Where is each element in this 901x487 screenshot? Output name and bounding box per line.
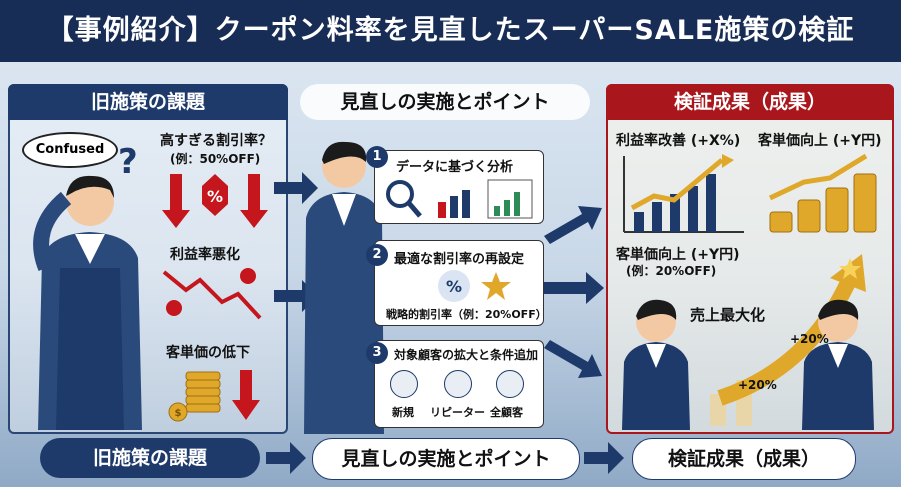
issue-high-discount: 高すぎる割引率？ bbox=[160, 133, 272, 149]
svg-text:$: $ bbox=[175, 408, 182, 419]
issue-high-discount-example: (例：50%OFF) bbox=[170, 152, 261, 166]
step-3-title: 対象顧客の拡大と条件追加 bbox=[394, 348, 539, 362]
presenter-person-icon bbox=[304, 141, 384, 434]
kpi-aov-2-example: (例：20%OFF) bbox=[626, 264, 717, 278]
results-header: 検証成果（成果） bbox=[606, 84, 894, 120]
kpi-aov-2: 客単価向上 (+Y円) bbox=[616, 247, 740, 263]
bottom-arrow-1 bbox=[266, 442, 306, 474]
worried-person-icon bbox=[33, 175, 142, 430]
flow-arrow-5 bbox=[544, 340, 602, 378]
svg-text:%: % bbox=[207, 187, 223, 206]
happy-person-right-icon bbox=[802, 299, 874, 430]
page-title: 【事例紹介】クーポン料率を見直したスーパーSALE施策の検証 bbox=[0, 0, 901, 62]
profit-growth-chart-icon bbox=[623, 154, 744, 233]
analysis-icon bbox=[386, 179, 533, 219]
profit-decline-chart-icon bbox=[162, 268, 262, 320]
flow-arrow-3 bbox=[544, 206, 602, 244]
kpi-profit: 利益率改善 (+X%) bbox=[616, 133, 741, 149]
step-1-title: データに基づく分析 bbox=[396, 160, 514, 175]
coins-growth-icon bbox=[768, 153, 877, 233]
bottom-step-old: 旧施策の課題 bbox=[40, 438, 260, 478]
customer-new-icon bbox=[390, 370, 418, 398]
segment-all: 全顧客 bbox=[490, 406, 523, 419]
review-header: 見直しの実施とポイント bbox=[300, 84, 590, 120]
step-2-title: 最適な割引率の再設定 bbox=[394, 252, 525, 267]
bottom-step-results: 検証成果（成果） bbox=[632, 438, 856, 480]
customer-all-icon bbox=[496, 370, 524, 398]
issue-aov-decline: 客単価の低下 bbox=[166, 345, 250, 361]
bottom-step-review: 見直しの実施とポイント bbox=[312, 438, 580, 480]
flow-arrow-1 bbox=[274, 172, 318, 204]
step-2-subtitle: 戦略的割引率（例：20%OFF） bbox=[386, 308, 547, 321]
kpi-aov: 客単価向上 (+Y円) bbox=[758, 133, 882, 149]
old-issues-header: 旧施策の課題 bbox=[8, 84, 288, 120]
discount-down-icon: % bbox=[162, 174, 268, 228]
svg-text:%: % bbox=[446, 277, 462, 296]
step-2-number: 2 bbox=[366, 244, 388, 266]
sales-maximize-label: 売上最大化 bbox=[690, 306, 766, 324]
growth-percent-2: +20% bbox=[738, 378, 777, 392]
happy-person-left-icon bbox=[622, 299, 690, 430]
bottom-arrow-2 bbox=[584, 442, 624, 474]
step-1-number: 1 bbox=[366, 146, 388, 168]
sales-growth-arrow-icon bbox=[710, 254, 866, 426]
step-3-number: 3 bbox=[366, 342, 388, 364]
customer-repeater-icon bbox=[444, 370, 472, 398]
issue-profit-decline: 利益率悪化 bbox=[170, 247, 240, 263]
question-mark-icon: ? bbox=[118, 142, 138, 182]
discount-star-icon: % bbox=[438, 270, 511, 302]
growth-percent-1: +20% bbox=[790, 332, 829, 346]
coin-stack-down-icon: $ bbox=[168, 370, 260, 422]
confused-bubble: Confused bbox=[22, 132, 118, 168]
segment-repeater: リピーター bbox=[430, 406, 485, 419]
flow-arrow-4 bbox=[544, 272, 604, 304]
segment-new: 新規 bbox=[392, 406, 414, 419]
